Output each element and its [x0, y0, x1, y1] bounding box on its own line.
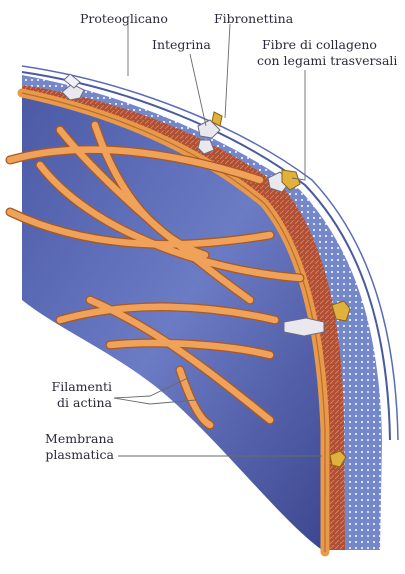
label-collagene-line1: Fibre di collageno — [262, 38, 377, 52]
label-fibronettina: Fibronettina — [214, 12, 293, 26]
label-proteoglicano: Proteoglicano — [80, 12, 168, 26]
label-actina-line1: Filamenti — [20, 380, 112, 394]
label-collagene-line2: con legami trasversali — [257, 54, 397, 68]
label-integrina: Integrina — [152, 38, 211, 52]
label-membrana-line2: plasmatica — [20, 448, 114, 462]
label-membrana-line1: Membrana — [20, 432, 114, 446]
label-actina-line2: di actina — [20, 396, 112, 410]
